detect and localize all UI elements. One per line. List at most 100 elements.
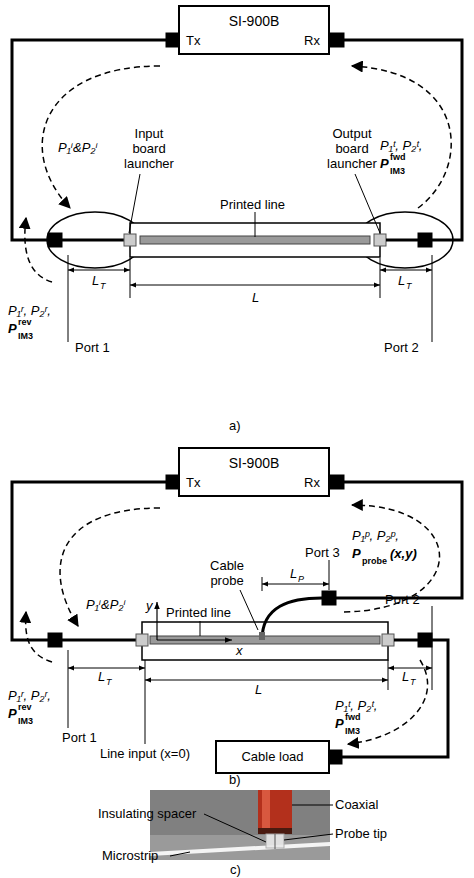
port-name: Rx [304,475,320,490]
power-label: (x,y) [390,546,417,561]
port-label: Port 2 [384,340,419,355]
subscript-label: IM3 [18,331,33,342]
board-launcher [374,234,386,246]
leader-line [355,174,380,233]
probe-tip-wire [275,834,276,849]
instrument-box: SI-900BTxRx [178,5,330,55]
dimension-label: L [92,273,99,288]
microstrip-strip [150,842,330,856]
reference-tick [432,255,433,342]
connector [330,33,344,47]
connector [48,233,62,247]
component-label: Input board launcher [118,126,180,171]
port-label: Port 2 [385,592,420,607]
axis-label: y [146,598,153,613]
insulating-spacer [266,834,284,848]
board-launcher [136,634,148,646]
dimension-line [380,270,432,271]
subscript-label: IM3 [18,716,33,727]
component-label: Printed line [220,197,285,212]
port-label: Port 1 [62,730,97,745]
coaxial-cable [62,239,124,242]
leader-line [200,621,201,636]
connector [418,633,432,647]
signal-flow-arrow [26,612,52,662]
coaxial-cable [336,482,462,598]
leader-line [284,834,333,840]
power-label: P₁ᵗ, P₂ᵗ, [380,138,422,153]
reference-tick [380,258,381,298]
board-launcher [382,634,394,646]
connector [322,591,336,605]
subscript-label: T [106,677,112,688]
instrument-name: SI-900B [180,14,328,29]
subscript-label: probe [362,556,387,567]
subscript-label: IM3 [345,726,360,737]
coaxial-end [258,828,292,834]
probe-tip [259,632,265,640]
reference-tick [130,258,131,298]
panel-label: a) [229,418,241,433]
board-launcher [124,234,136,246]
dimension-label: L [290,566,297,581]
component-label: Microstrip [102,848,158,863]
power-symbol: P [8,321,17,336]
reference-tick [432,606,433,690]
component-label: Line input (x=0) [100,746,190,761]
reference-tick [68,650,69,728]
power-symbol: P [352,546,361,561]
connector [330,475,344,489]
coaxial-cable [12,482,166,640]
leader-line [170,852,190,856]
component-label: Probe tip [335,826,387,841]
connector [330,750,342,764]
superscript-label: fwd [390,152,406,163]
superscript-label: rev [18,317,32,328]
probe-cable [262,598,322,640]
port-name: Tx [186,33,200,48]
panel-label: c) [230,862,241,877]
instrument-box: SI-900B Tx Rx [178,447,330,497]
power-label: P₁ⁱ&P₂ⁱ [58,140,98,155]
reference-tick [329,560,330,590]
axis-arrow [156,602,157,640]
component-label: Coaxial [335,797,378,812]
panel-label: b) [229,772,241,787]
leader-line [129,174,140,233]
dimension-line [388,668,432,669]
leader-line [255,212,256,237]
coaxial-cable [394,639,418,642]
subscript-label: T [100,281,106,292]
printed-line [140,236,370,244]
subscript-label: P [298,574,304,585]
instrument-name: SI-900B [180,456,328,471]
dimension-label: L [252,290,259,305]
power-label: P₁ⁱ&P₂ⁱ [86,597,126,612]
reference-tick [388,660,389,690]
coaxial-cable [386,239,418,242]
dimension-label: L [98,669,105,684]
port-ellipse [47,212,143,268]
component-label: Insulating spacer [98,806,196,821]
signal-flow-arrow [25,218,52,282]
component-label: Printed line [166,605,231,620]
dimension-line [262,584,329,585]
component-label: Cable probe [203,558,251,588]
port-label: Port 3 [305,545,340,560]
photo-background [150,790,330,860]
panel-c-photo [150,790,333,860]
dimension-label: L [398,273,405,288]
leader-line [204,814,266,842]
power-label: P₁ʳ, P₂ʳ, [8,303,51,318]
port-name: Tx [186,475,200,490]
dimension-line [68,668,145,669]
leader-line [292,805,333,806]
load-box: Cable load [215,740,330,774]
subscript-label: T [406,281,412,292]
component-label: Output board launcher [318,126,386,171]
signal-flow-arrow [60,508,160,626]
signal-flow-arrow [344,505,440,612]
power-symbol: P [8,706,17,721]
coaxial-body [258,790,292,832]
